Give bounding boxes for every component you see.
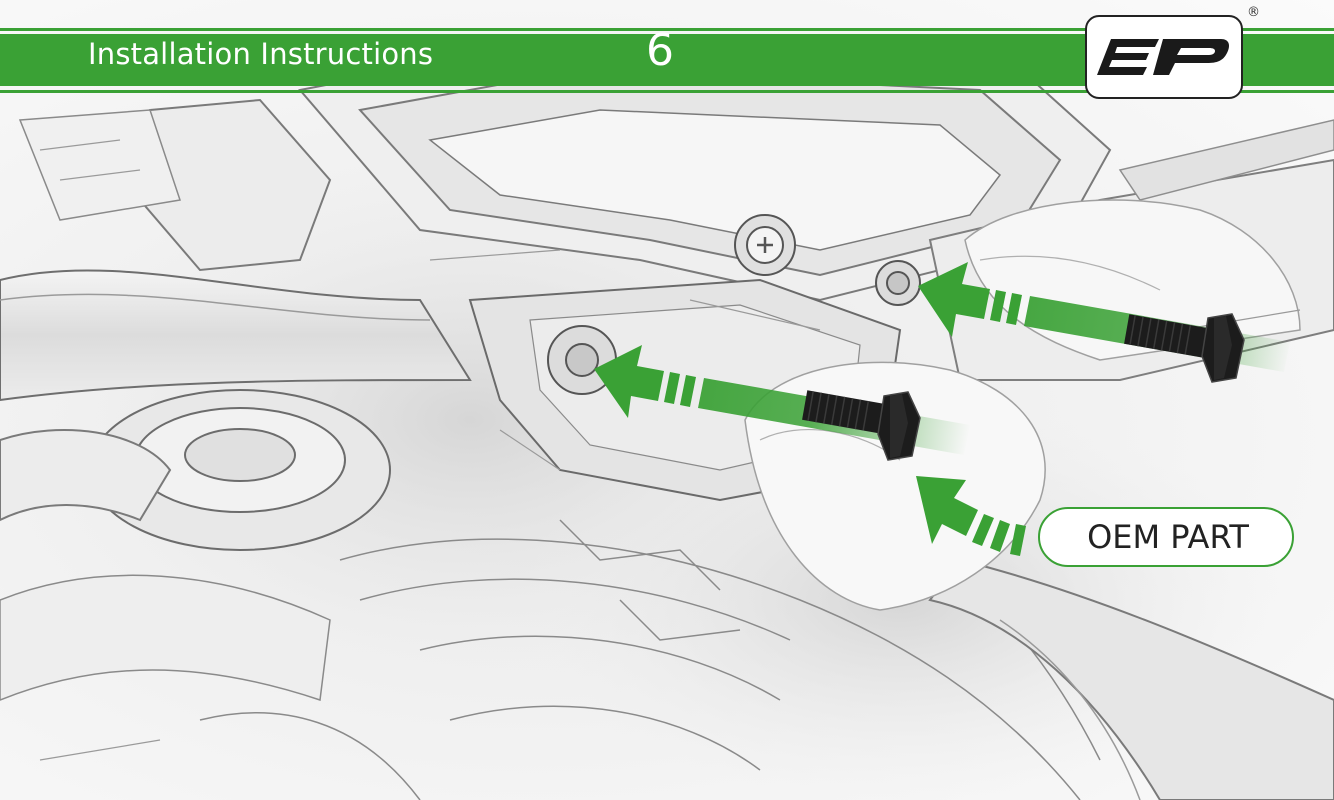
header-line-top [0,28,1334,31]
existing-screw [734,214,796,276]
page-title: Installation Instructions [88,37,434,71]
mount-hole-upper [875,260,921,306]
curved-pointer-arrow-icon [916,476,1026,556]
registered-mark: ® [1247,5,1260,20]
ep-logo-icon [1097,39,1229,75]
hex-flange-bolt-lower-icon [802,390,921,461]
step-number: 6 [646,25,674,76]
oem-part-callout: OEM PART [1038,507,1294,567]
brand-logo [1085,15,1243,99]
header-line-bottom [0,90,1334,93]
oem-part-label: OEM PART [1087,518,1249,556]
frame-beam-left [0,269,472,402]
hex-flange-bolt-upper-icon [1124,313,1245,383]
